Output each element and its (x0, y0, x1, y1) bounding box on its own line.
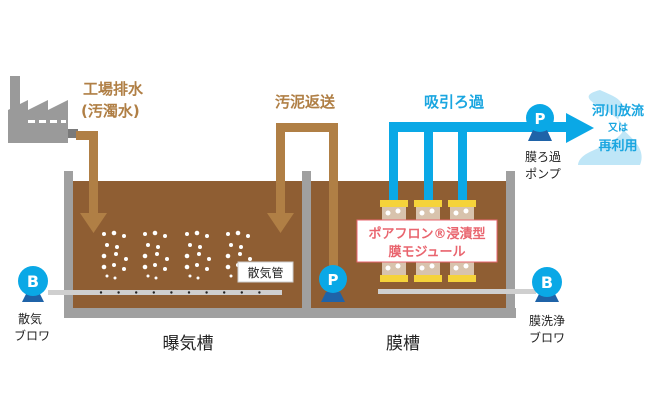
module-label-box (356, 219, 498, 263)
pump-symbol: P (328, 271, 339, 289)
bubble (146, 274, 150, 278)
filtration-pump[interactable]: P (526, 104, 554, 141)
blower-symbol: B (27, 272, 39, 291)
diffuser-pipe-label: 散気管 (247, 265, 283, 280)
tank-walls (64, 171, 516, 318)
bubble (196, 276, 200, 280)
diffuser-hole (240, 291, 243, 294)
diffuser-hole (99, 291, 103, 294)
bubble (207, 257, 211, 261)
river-wave-icon (578, 90, 642, 165)
bubble (205, 234, 209, 238)
bubble (188, 274, 192, 278)
diffuser-pipe (48, 290, 282, 295)
bubble (124, 257, 128, 261)
sludge-return-arrow (267, 123, 338, 269)
wash-blower-label-line2: ブロワ (529, 330, 565, 345)
bubble (146, 243, 150, 247)
diffuser-pipe-label-box (237, 261, 294, 283)
bubble (198, 245, 202, 249)
diffuser-hole (170, 291, 173, 294)
bubble (184, 264, 190, 270)
bubble (235, 230, 241, 236)
diffuser-holes (99, 291, 261, 294)
bubble (122, 267, 126, 271)
bubble (101, 253, 107, 259)
aeration-blower-label-line1: 散気 (18, 311, 42, 326)
bubble (154, 276, 158, 280)
bubble (184, 253, 190, 259)
bubble (113, 276, 117, 280)
diffuser-hole (187, 291, 191, 294)
bubble (225, 253, 231, 259)
bubble (142, 264, 148, 270)
bubble (248, 257, 252, 261)
bubble (114, 252, 118, 256)
bubble (143, 232, 147, 236)
bubble (163, 234, 167, 238)
diffuser-hole (258, 291, 261, 294)
membrane-wash-blower[interactable]: B (532, 267, 562, 302)
discharge-label-line3: 再利用 (598, 138, 637, 154)
sludge-return-pump[interactable]: P (319, 265, 347, 302)
suction-filtration-label: 吸引ろ過 (424, 93, 485, 111)
bubble (102, 232, 106, 236)
bubble (246, 234, 250, 238)
wastewater-label-line2: (汚濁水) (81, 102, 140, 120)
filtrate-suction-pipes (389, 113, 594, 202)
bubble (155, 252, 159, 256)
wash-blower-label-line1: 膜洗浄 (529, 314, 565, 328)
discharge-label-line2: 又は (607, 122, 628, 134)
discharge-label-line1: 河川放流 (592, 103, 644, 119)
bubble (238, 252, 242, 256)
bubble (188, 243, 192, 247)
bubble (185, 232, 189, 236)
bubble (112, 263, 116, 267)
module-label-line2: 膜モジュール (388, 244, 465, 260)
aeration-blower-label-line2: ブロワ (14, 328, 50, 343)
bubble (195, 263, 199, 267)
bubble (205, 267, 209, 271)
diffuser-hole (117, 291, 120, 294)
bubble (152, 230, 158, 236)
bubble (115, 245, 119, 249)
diffuser-hole (223, 291, 226, 294)
bubble (163, 267, 167, 271)
filtration-pump-label-line1: 膜ろ過 (525, 150, 561, 164)
aeration-tank-label: 曝気槽 (163, 334, 214, 354)
module-label-line1: ポアフロン®浸漬型 (368, 226, 485, 242)
wash-air-pipe (378, 289, 536, 294)
discharge-arrow-head (566, 113, 594, 143)
factory-icon (8, 76, 78, 143)
bubble (101, 264, 107, 270)
bubble (111, 230, 117, 236)
bubble (229, 274, 233, 278)
bubble (105, 274, 109, 278)
bubble (122, 234, 126, 238)
bubble (156, 245, 160, 249)
bubble (165, 257, 169, 261)
wastewater-inflow-arrow (76, 131, 107, 233)
sludge-return-label: 汚泥返送 (275, 93, 336, 111)
bubble (225, 264, 231, 270)
diffuser-hole (152, 291, 155, 294)
bubble (226, 232, 230, 236)
diffuser-hole (205, 291, 208, 294)
pump-symbol: P (535, 110, 546, 128)
filtration-pump-label-line2: ポンプ (525, 167, 561, 181)
bubble (142, 253, 148, 259)
bubble (197, 252, 201, 256)
bubble (153, 263, 157, 267)
bubble (239, 245, 243, 249)
aeration-blower[interactable]: B (18, 266, 48, 302)
bubble (105, 243, 109, 247)
wastewater-label-line1: 工場排水 (83, 80, 144, 98)
blower-symbol: B (541, 273, 553, 292)
membrane-tank-label: 膜槽 (386, 334, 420, 354)
bubble (194, 230, 200, 236)
diffuser-hole (135, 291, 138, 294)
bubble (229, 243, 233, 247)
